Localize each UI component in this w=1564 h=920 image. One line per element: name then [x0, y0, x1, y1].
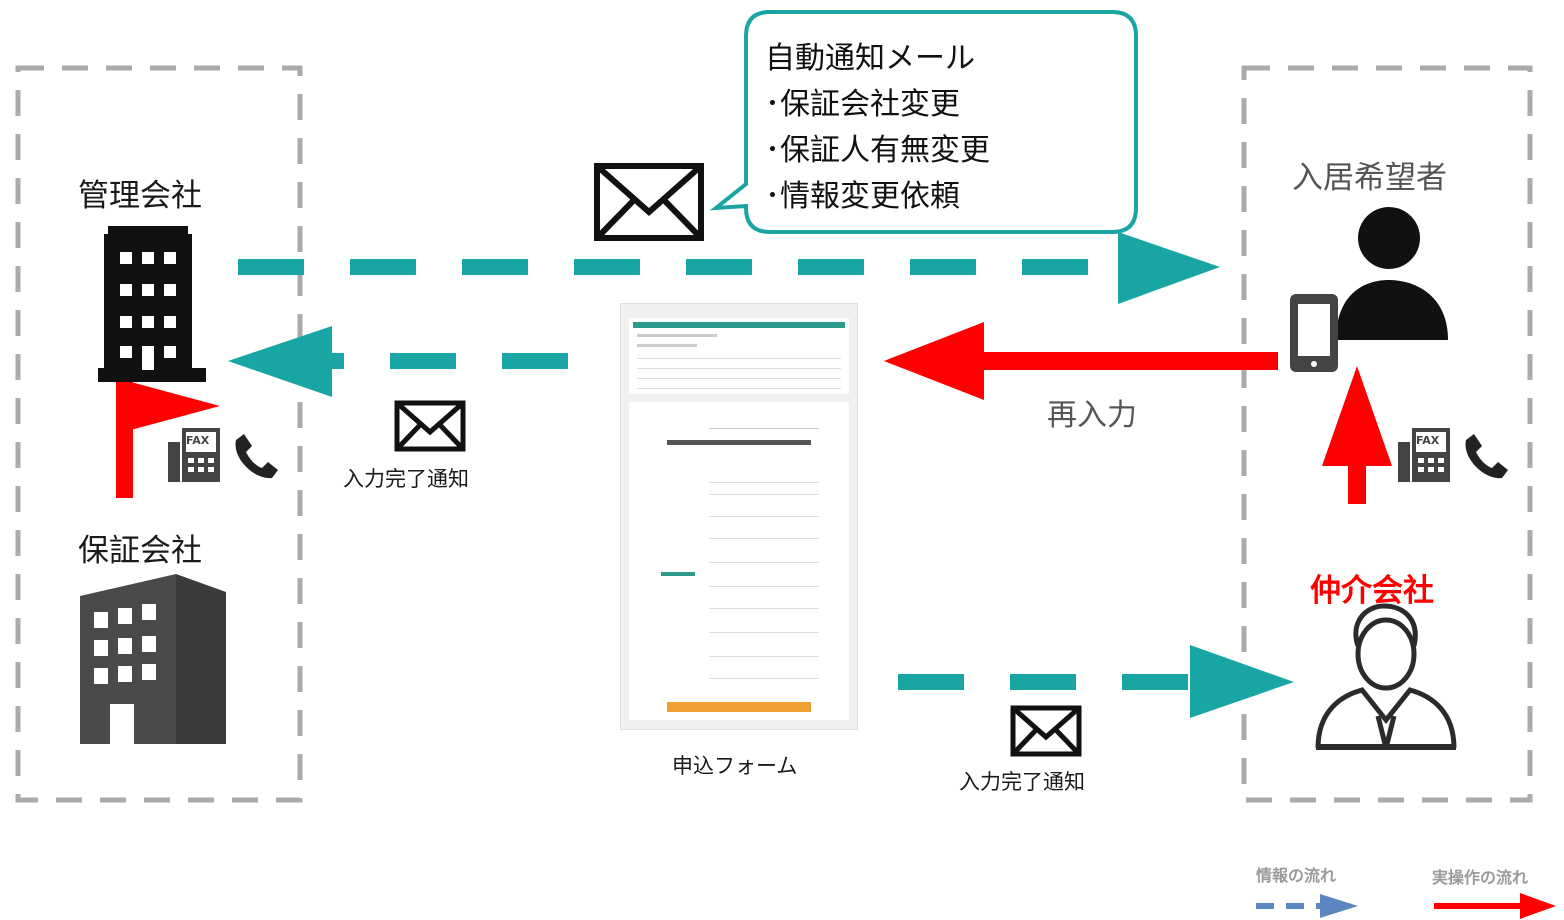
broker-company-label: 仲介会社: [1310, 573, 1434, 609]
left-group-box: [15, 65, 303, 803]
broker-base: [1316, 744, 1456, 750]
application-form-thumbnail: [620, 303, 858, 730]
operation-arrow-reinput: [884, 322, 1278, 400]
info-arrow-bottom: [898, 645, 1294, 718]
notice-line: ･情報変更依頼: [765, 179, 960, 214]
fax-icon-right: [1398, 428, 1450, 482]
envelope-icon-left: [394, 400, 466, 452]
legend-info-label: 情報の流れ: [1256, 866, 1337, 885]
form-top-panel: [629, 318, 849, 394]
legend-operation-label: 実操作の流れ: [1432, 868, 1529, 887]
fax-label-right: FAX: [1416, 434, 1440, 447]
legend-info-arrow: [1256, 894, 1358, 918]
smartphone-icon: [1290, 294, 1338, 372]
fax-icon-left: [168, 428, 220, 482]
envelope-icon-top: [594, 163, 704, 241]
envelope-icon-right: [1010, 705, 1082, 757]
broker-person-icon: [1315, 603, 1457, 749]
legend-operation-arrow: [1434, 893, 1556, 919]
phone-icon-right: [1465, 434, 1508, 479]
notice-bubble-text: 自動通知メール ･保証会社変更 ･保証人有無変更 ･情報変更依頼: [765, 36, 990, 220]
flag-icon: [116, 372, 220, 498]
completion-notice-left-label: 入力完了通知: [343, 467, 469, 491]
info-arrow-top: [238, 232, 1220, 304]
applicant-person-icon: [1336, 207, 1448, 340]
form-main-panel: [629, 402, 849, 720]
operation-arrow-up: [1322, 366, 1392, 504]
info-arrow-left: [228, 326, 568, 397]
phone-icon-left: [235, 434, 278, 479]
form-caption: 申込フォーム: [672, 754, 798, 778]
completion-notice-right-label: 入力完了通知: [959, 770, 1085, 794]
management-company-label: 管理会社: [78, 178, 202, 214]
guarantor-building-icon: [80, 574, 226, 744]
notice-bubble: [709, 10, 1138, 234]
applicant-label: 入居希望者: [1292, 160, 1447, 196]
notice-line: ･保証人有無変更: [765, 133, 990, 168]
guarantor-company-label: 保証会社: [78, 533, 202, 569]
notice-line: ･保証会社変更: [765, 87, 960, 122]
fax-label-left: FAX: [186, 434, 210, 447]
management-building-icon: [98, 226, 206, 382]
notice-line: 自動通知メール: [765, 41, 975, 76]
reinput-label: 再入力: [1047, 398, 1137, 433]
right-group-box: [1241, 65, 1533, 803]
